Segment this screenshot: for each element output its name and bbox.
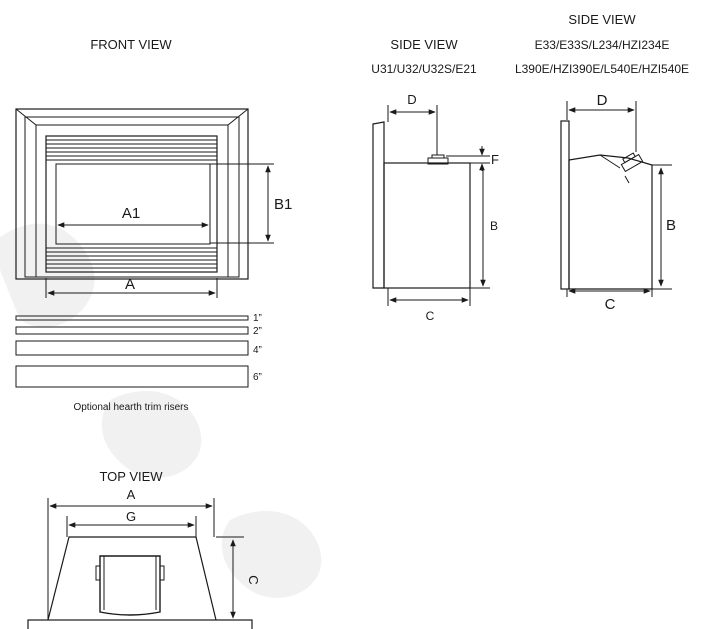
side-view-large [560, 101, 672, 297]
side-small-label-d: D [407, 92, 416, 107]
front-view-title: FRONT VIEW [90, 37, 172, 52]
side-small-label-b: B [490, 219, 498, 233]
front-label-a1: A1 [122, 205, 140, 222]
riser-size-1: 1” [253, 313, 262, 324]
side-large-models-2: L390E/HZI390E/L540E/HZI540E [515, 62, 689, 76]
side-large-title: SIDE VIEW [568, 12, 636, 27]
side-large-models-1: E33/E33S/L234/HZI234E [535, 38, 670, 52]
hearth-risers [15, 315, 249, 388]
riser-size-6: 6” [253, 372, 262, 383]
front-label-a: A [125, 276, 135, 293]
riser-size-2: 2” [253, 326, 262, 337]
top-label-g: G [126, 509, 136, 524]
side-small-label-f: F [491, 152, 499, 167]
top-label-c: C [246, 575, 261, 584]
side-large-label-b: B [666, 217, 676, 234]
side-small-label-c: C [426, 309, 435, 323]
risers-caption: Optional hearth trim risers [73, 402, 188, 413]
front-label-b1: B1 [274, 196, 292, 213]
side-view-small [372, 105, 490, 306]
top-view [27, 498, 253, 629]
watermark [0, 223, 322, 598]
side-large-label-c: C [605, 296, 616, 313]
front-view [15, 108, 274, 298]
riser-size-4: 4” [253, 345, 262, 356]
top-label-a: A [127, 487, 136, 502]
side-large-label-d: D [597, 92, 608, 109]
side-small-models: U31/U32/U32S/E21 [371, 62, 477, 76]
side-small-title: SIDE VIEW [390, 37, 458, 52]
top-view-title: TOP VIEW [99, 469, 163, 484]
